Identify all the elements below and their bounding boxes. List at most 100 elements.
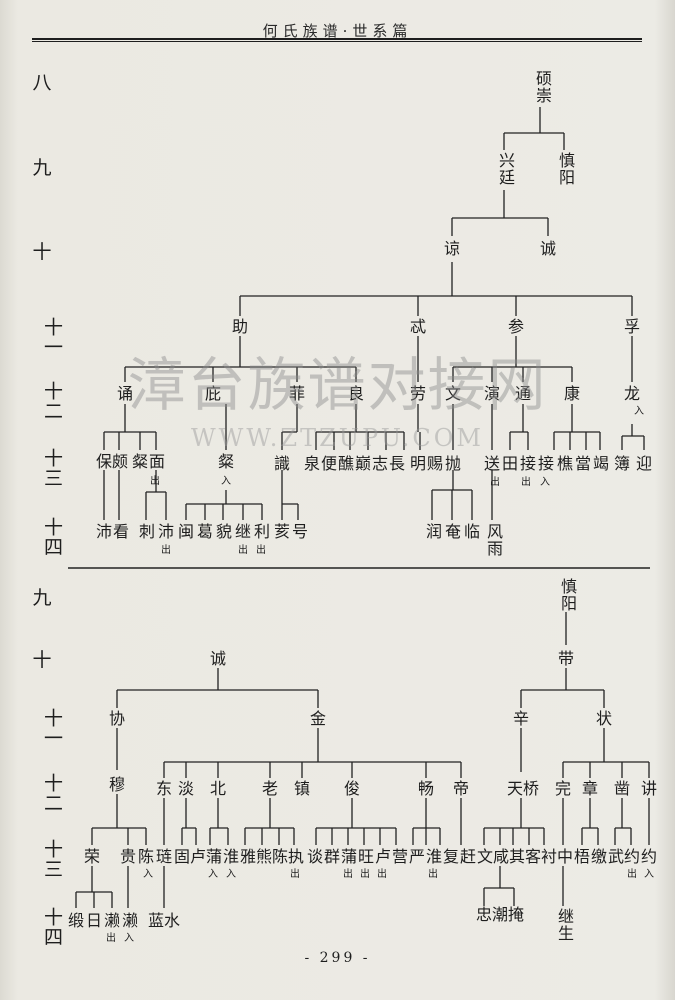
person-bi: 庇 bbox=[204, 384, 221, 403]
person-gan: 赶 bbox=[459, 847, 476, 866]
person-can2: 粲 bbox=[217, 452, 234, 471]
person-huai: 淮 bbox=[222, 847, 239, 866]
gen-label-9: 九 bbox=[32, 157, 52, 179]
person-jie3: 竭 bbox=[592, 454, 609, 473]
person-yue: 约 bbox=[623, 847, 640, 866]
person-lu2: 卢 bbox=[374, 847, 391, 866]
person-lai: 濑 bbox=[103, 911, 120, 930]
person-ge: 葛 bbox=[196, 522, 213, 541]
person-dan: 淡 bbox=[177, 779, 194, 798]
person-long: 龙 bbox=[623, 384, 640, 403]
person-di: 帝 bbox=[452, 779, 469, 798]
person-wen-b: 文 bbox=[476, 847, 493, 866]
person-shenyang-b: 慎阳 bbox=[558, 578, 577, 612]
person-zhong: 中 bbox=[556, 847, 573, 866]
person-zhi-b: 执 bbox=[287, 847, 304, 866]
person-pu2: 蒲 bbox=[340, 847, 357, 866]
person-jisheng: 继生 bbox=[555, 908, 574, 942]
person-mian: 面 bbox=[148, 452, 165, 471]
person-tianqiao: 天桥 bbox=[506, 779, 539, 798]
person-te: 忒 bbox=[409, 317, 426, 336]
person-jie1: 接 bbox=[519, 454, 536, 473]
person-shenyang: 慎阳 bbox=[556, 152, 575, 186]
mark-out: 出 bbox=[161, 545, 171, 556]
person-huai2: 淮 bbox=[425, 847, 442, 866]
person-fengyu: 风雨 bbox=[484, 523, 503, 557]
page-number: - 299 - bbox=[304, 950, 371, 966]
person-shi: 識 bbox=[273, 454, 290, 473]
person-song: 诵 bbox=[116, 384, 133, 403]
mark-in: 入 bbox=[644, 869, 654, 880]
person-qiao: 樵 bbox=[556, 454, 573, 473]
mark-out: 出 bbox=[377, 869, 387, 880]
person-jiao: 醮 bbox=[337, 454, 354, 473]
person-chang-b: 畅 bbox=[417, 779, 434, 798]
mark-out: 出 bbox=[106, 933, 116, 944]
mark-in: 入 bbox=[634, 406, 644, 417]
mark-out: 出 bbox=[150, 476, 160, 487]
person-xin: 辛 bbox=[512, 709, 529, 728]
person-qi: 其 bbox=[508, 847, 525, 866]
person-tian: 田 bbox=[501, 454, 518, 473]
person-rong: 荣 bbox=[83, 847, 100, 866]
person-ya: 雅 bbox=[239, 847, 256, 866]
mark-out: 出 bbox=[428, 869, 438, 880]
person-li: 利 bbox=[253, 522, 270, 541]
mark-out: 出 bbox=[238, 545, 248, 556]
gen-label-b14: 十四 bbox=[41, 907, 63, 947]
person-ke: 客 bbox=[524, 847, 541, 866]
person-fu-b: 复 bbox=[442, 847, 459, 866]
person-jie2: 接 bbox=[537, 454, 554, 473]
person-fu: 孚 bbox=[623, 317, 640, 336]
person-pu: 蒲 bbox=[205, 847, 222, 866]
person-chen2: 陈 bbox=[271, 847, 288, 866]
person-jiang: 讲 bbox=[640, 779, 657, 798]
person-zhi: 志 bbox=[371, 454, 388, 473]
person-song2: 送 bbox=[483, 454, 500, 473]
person-jin: 金 bbox=[309, 709, 326, 728]
person-jun: 俊 bbox=[343, 779, 360, 798]
gen-label-11: 十一 bbox=[41, 317, 63, 357]
person-wan: 完 bbox=[554, 779, 571, 798]
person-wen: 文 bbox=[444, 384, 461, 403]
person-zhongchaoyan: 忠潮掩 bbox=[475, 905, 524, 924]
person-yue2: 约 bbox=[640, 847, 657, 866]
person-bu: 簿 bbox=[613, 454, 630, 473]
mark-in: 入 bbox=[540, 477, 550, 488]
mark-out: 出 bbox=[360, 869, 370, 880]
person-po: 颇 bbox=[111, 452, 128, 471]
person-gu: 固 bbox=[173, 847, 190, 866]
person-lu: 卢 bbox=[189, 847, 206, 866]
person-bao: 保 bbox=[95, 452, 112, 471]
person-gai: 荄 bbox=[273, 522, 290, 541]
person-chen: 陈 bbox=[137, 847, 154, 866]
mark-out: 出 bbox=[627, 869, 637, 880]
person-kan: 看 bbox=[112, 522, 129, 541]
person-lai2: 濑 bbox=[121, 911, 138, 930]
gen-label-14: 十四 bbox=[41, 517, 63, 557]
person-bei: 北 bbox=[209, 779, 226, 798]
gen-label-b12: 十二 bbox=[41, 773, 63, 813]
mark-in: 入 bbox=[221, 476, 231, 487]
mark-out: 出 bbox=[490, 477, 500, 488]
person-duan: 缎 bbox=[67, 911, 84, 930]
person-chang: 長 bbox=[388, 454, 405, 473]
mark-out: 出 bbox=[343, 869, 353, 880]
gen-label-b13: 十三 bbox=[41, 839, 63, 879]
person-pei: 沛 bbox=[95, 522, 112, 541]
person-zhu: 助 bbox=[231, 317, 248, 336]
person-xiong: 熊 bbox=[255, 847, 272, 866]
person-yan-b: 严 bbox=[408, 847, 425, 866]
person-liang: 谅 bbox=[443, 239, 460, 258]
mark-in: 入 bbox=[124, 933, 134, 944]
gen-label-13: 十三 bbox=[41, 448, 63, 488]
person-xingting: 兴廷 bbox=[496, 152, 515, 186]
person-dang: 當 bbox=[574, 454, 591, 473]
page-header: 何氏族谱·世系篇 bbox=[262, 22, 413, 40]
person-dian: 巅 bbox=[354, 454, 371, 473]
person-zao: 凿 bbox=[613, 779, 630, 798]
person-fei: 菲 bbox=[288, 384, 305, 403]
person-mu: 穆 bbox=[108, 775, 125, 794]
person-jiao-b: 缴 bbox=[590, 847, 607, 866]
